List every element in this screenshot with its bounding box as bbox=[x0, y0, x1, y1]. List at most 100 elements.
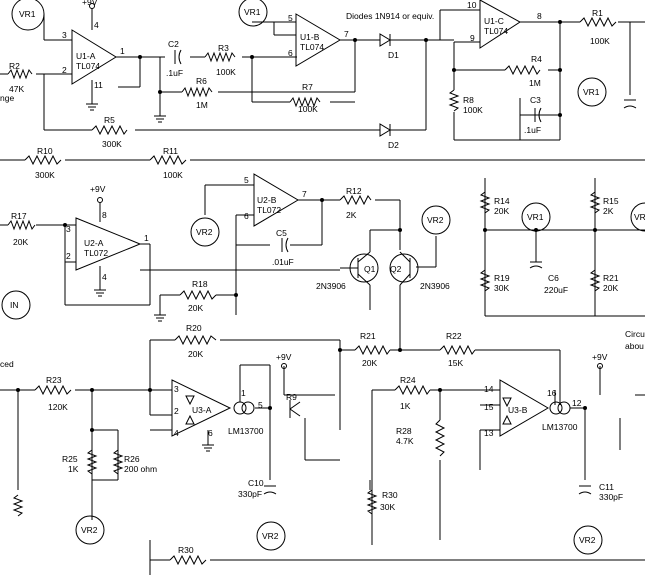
resistor-ref: R25 bbox=[62, 454, 78, 464]
capacitor-value: .01uF bbox=[272, 257, 294, 267]
supply-label: +9V bbox=[276, 352, 292, 362]
resistor-ref: R15 bbox=[603, 196, 619, 206]
transistor-part: 2N3906 bbox=[316, 281, 346, 291]
opamp-u1b-pin: 5 bbox=[288, 13, 293, 23]
edge-text-abou: abou bbox=[625, 341, 644, 351]
opamp-u2a-pin: 2 bbox=[66, 251, 71, 261]
resistor-value: 47K bbox=[9, 84, 24, 94]
edge-text-nge: nge bbox=[0, 93, 14, 103]
opamp-u1c-ref: U1-C bbox=[484, 16, 504, 26]
capacitor-ref: C2 bbox=[168, 39, 179, 49]
resistors: R2 47K R3 100K R6 1M R7 100K R5 300K R1 … bbox=[7, 8, 619, 566]
opamp-u1a-pin: 4 bbox=[94, 20, 99, 30]
resistor-ref: R6 bbox=[196, 76, 207, 86]
opamp-u1b-ref: U1-B bbox=[300, 32, 320, 42]
resistor-ref: R1 bbox=[592, 8, 603, 18]
node-label: VR2 bbox=[427, 215, 444, 225]
resistor-value: 100K bbox=[216, 67, 236, 77]
node-label: VR1 bbox=[244, 7, 261, 17]
capacitor-ref: C6 bbox=[548, 273, 559, 283]
resistor-value: 100K bbox=[590, 36, 610, 46]
opamp-u1c-pin: 10 bbox=[467, 0, 477, 10]
resistor-value: 30K bbox=[380, 502, 395, 512]
capacitor-value: .1uF bbox=[524, 125, 541, 135]
resistor-ref: R14 bbox=[494, 196, 510, 206]
supply-labels: +9V +9V +9V +9V bbox=[82, 0, 608, 369]
buffer-pin: R9 bbox=[286, 392, 297, 402]
node-vr1: VR1 bbox=[630, 202, 645, 232]
transistor-part: 2N3906 bbox=[420, 281, 450, 291]
opamp-u1c-pin: 8 bbox=[537, 11, 542, 21]
resistor-value: 1M bbox=[529, 78, 541, 88]
resistor-value: 300K bbox=[102, 139, 122, 149]
resistor-ref: R24 bbox=[400, 375, 416, 385]
opamp-u2a-pin: 1 bbox=[144, 233, 149, 243]
resistor-ref: R22 bbox=[446, 331, 462, 341]
node-vr2: VR2 bbox=[573, 525, 603, 555]
resistor-ref: R18 bbox=[192, 279, 208, 289]
junctions bbox=[16, 20, 597, 432]
opamp-u1b: U1-B TL074 5 6 7 bbox=[288, 13, 349, 67]
resistor-ref: R21 bbox=[603, 273, 619, 283]
resistor-ref: R20 bbox=[186, 323, 202, 333]
node-label: VR2 bbox=[196, 227, 213, 237]
opamp-u1b-pin: 7 bbox=[344, 29, 349, 39]
supply-label: +9V bbox=[82, 0, 98, 7]
ota-u3b-pin: 13 bbox=[484, 428, 494, 438]
resistor-value: 15K bbox=[448, 358, 463, 368]
ota-u3b-part: LM13700 bbox=[542, 422, 578, 432]
resistor-value: 120K bbox=[48, 402, 68, 412]
node-label: VR1 bbox=[583, 87, 600, 97]
ota-u3a-pin: 4 bbox=[174, 428, 179, 438]
opamp-u1a: U1-A TL074 3 2 1 4 11 bbox=[62, 20, 125, 90]
opamp-u1b-part: TL074 bbox=[300, 42, 324, 52]
resistor-value: 20K bbox=[494, 206, 509, 216]
resistor-value: 20K bbox=[188, 349, 203, 359]
capacitor-value: 330pF bbox=[599, 492, 623, 502]
opamp-u2a-pin: 3 bbox=[66, 224, 71, 234]
resistor-ref: R4 bbox=[531, 54, 542, 64]
resistor-ref: R5 bbox=[104, 115, 115, 125]
ota-u3a-part: LM13700 bbox=[228, 426, 264, 436]
transistor-q2: Q2 2N3906 bbox=[389, 251, 450, 291]
diode-ref: D2 bbox=[388, 140, 399, 150]
ota-u3a-ref: U3-A bbox=[192, 405, 212, 415]
node-vr1: VR1 bbox=[238, 0, 268, 27]
ota-u3b-pin: 15 bbox=[484, 402, 494, 412]
node-label: VR1 bbox=[527, 212, 544, 222]
resistor-ref: R30 bbox=[178, 545, 194, 555]
node-vr2: VR2 bbox=[256, 521, 286, 551]
node-label: VR2 bbox=[81, 525, 98, 535]
opamp-u2b-pin: 6 bbox=[244, 211, 249, 221]
resistor-value: 2K bbox=[346, 210, 357, 220]
opamp-u2b-ref: U2-B bbox=[257, 195, 277, 205]
resistor-value: 4.7K bbox=[396, 436, 414, 446]
resistor-ref: R23 bbox=[46, 375, 62, 385]
resistor-ref: R2 bbox=[9, 61, 20, 71]
opamp-u1a-pin: 1 bbox=[120, 46, 125, 56]
ota-u3b-pin: 14 bbox=[484, 384, 494, 394]
diodes: D1 D2 Diodes 1N914 or equiv. bbox=[346, 11, 434, 150]
buffer-transistor-a: R9 bbox=[284, 392, 320, 418]
resistor-ref: R26 bbox=[124, 454, 140, 464]
ota-u3a: U3-A LM13700 3 4 1 5 6 2 bbox=[171, 379, 264, 438]
node-label: VR1 bbox=[19, 9, 36, 19]
opamp-u2a: U2-A TL072 3 2 1 8 4 bbox=[66, 210, 149, 282]
resistor-value: 2K bbox=[603, 206, 614, 216]
resistor-ref: R8 bbox=[463, 95, 474, 105]
opamp-u1c: U1-C TL074 10 9 8 bbox=[467, 0, 542, 49]
ota-u3a-pin: 6 bbox=[208, 428, 213, 438]
edge-text: nge ced Circu abou bbox=[0, 93, 645, 369]
ota-u3a-pin: 1 bbox=[241, 388, 246, 398]
capacitor-value: .1uF bbox=[166, 68, 183, 78]
opamp-u2b: U2-B TL072 5 6 7 bbox=[244, 173, 307, 227]
node-vr1: VR1 bbox=[577, 77, 607, 107]
supply-label: +9V bbox=[90, 184, 106, 194]
resistor-value: 200 ohm bbox=[124, 464, 157, 474]
resistor-value: 100K bbox=[163, 170, 183, 180]
edge-text-circ: Circu bbox=[625, 329, 645, 339]
node-vr1: VR1 bbox=[521, 202, 551, 232]
resistor-value: 1K bbox=[68, 464, 79, 474]
opamp-u2a-pin: 4 bbox=[102, 272, 107, 282]
